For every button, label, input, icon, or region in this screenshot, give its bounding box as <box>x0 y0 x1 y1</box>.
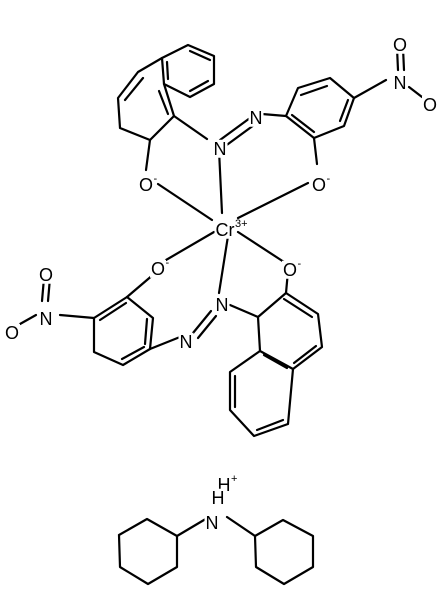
azo-nitrogen-upper-2-label: N <box>248 108 264 128</box>
oxygen-upper-right-symbol: O <box>312 175 326 195</box>
coordination-bonds <box>156 148 310 295</box>
azo-nitrogen-upper-1-symbol: N <box>214 139 227 159</box>
nitro-oxygen-upper-a-label: O <box>391 35 409 55</box>
nitro-oxygen-lower-a-symbol: O <box>39 265 53 285</box>
oxygen-lower-left-charge: - <box>166 257 170 269</box>
chromium-center-symbol: Cr <box>216 220 235 240</box>
azo-nitrogen-upper-1-label: N <box>212 139 228 159</box>
proton-cation-charge: + <box>231 473 237 485</box>
oxygen-upper-right-charge: - <box>327 173 331 185</box>
nitro-nitrogen-lower-label: N <box>38 309 54 329</box>
oxygen-upper-left-symbol: O <box>139 175 153 195</box>
upper-azo-group <box>172 112 288 149</box>
nitro-oxygen-lower-b-label: O <box>3 323 21 343</box>
chromium-center-charge: 3+ <box>235 218 248 230</box>
amine-nitrogen-label: N <box>204 513 220 533</box>
nitro-oxygen-lower-b-symbol: O <box>5 323 19 343</box>
nitro-nitrogen-upper-symbol: N <box>394 73 407 93</box>
oxygen-upper-right-label: O- <box>310 173 331 195</box>
lower-naphthalene-ring <box>228 291 324 438</box>
nitro-oxygen-upper-a-symbol: O <box>393 35 407 55</box>
oxygen-upper-left-label: O- <box>137 173 158 195</box>
upper-nitrophenyl-ring <box>284 46 424 166</box>
upper-naphthol-c-o-bond <box>144 138 152 172</box>
lower-azo-group <box>148 303 260 351</box>
azo-nitrogen-lower-1-symbol: N <box>180 332 193 352</box>
oxygen-lower-left-label: O- <box>149 257 170 279</box>
amine-nitrogen-symbol: N <box>206 513 219 533</box>
nitro-nitrogen-lower-symbol: N <box>40 309 53 329</box>
nitro-oxygen-lower-a-label: O <box>37 265 55 285</box>
amine-hydrogen-symbol: H <box>212 488 225 508</box>
azo-nitrogen-upper-2-symbol: N <box>250 108 263 128</box>
oxygen-upper-left-charge: - <box>154 173 158 185</box>
nitro-oxygen-upper-b-symbol: O <box>423 95 437 115</box>
upper-naphthalene-ring <box>116 43 216 142</box>
azo-nitrogen-lower-2-label: N <box>214 295 230 315</box>
nitro-nitrogen-upper-label: N <box>392 73 408 93</box>
oxygen-lower-right-label: O- <box>281 258 302 280</box>
oxygen-lower-right-symbol: O <box>283 260 297 280</box>
azo-nitrogen-lower-2-symbol: N <box>216 295 229 315</box>
oxygen-lower-right-charge: - <box>298 258 302 270</box>
nitro-oxygen-upper-b-label: O <box>421 95 439 115</box>
azo-nitrogen-lower-1-label: N <box>178 332 194 352</box>
oxygen-lower-left-symbol: O <box>151 259 165 279</box>
amine-hydrogen-label: H <box>210 488 226 508</box>
